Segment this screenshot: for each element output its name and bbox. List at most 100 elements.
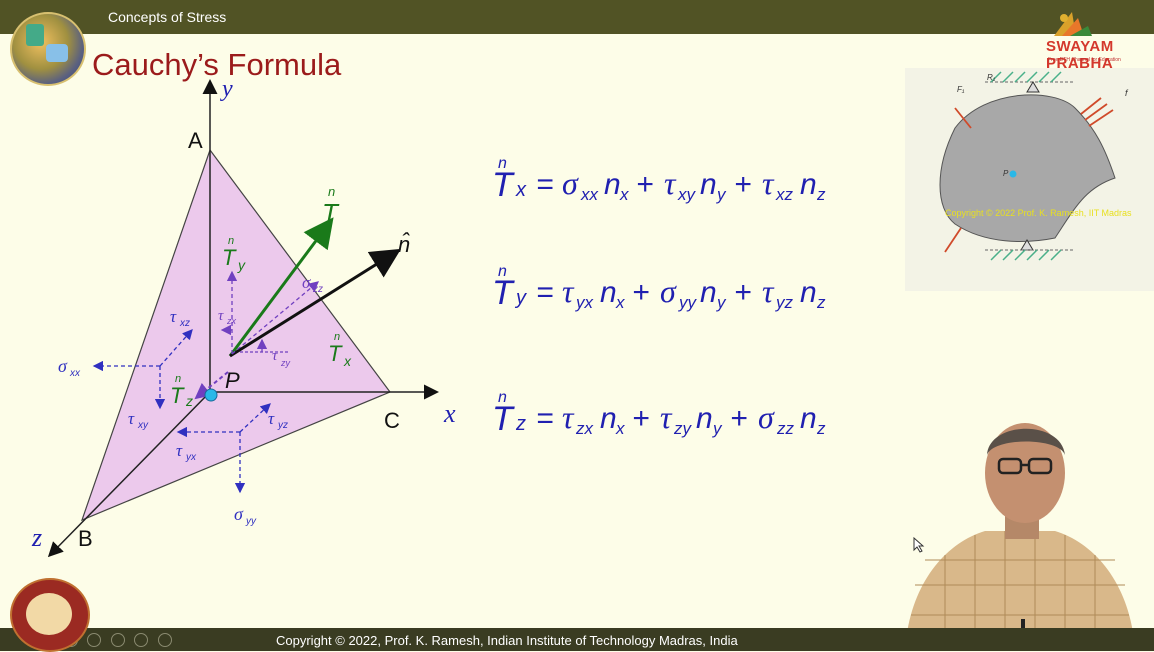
svg-text:z: z [515,413,526,435]
sigma-xx-label: σ [58,356,68,376]
top-ground-hatch [990,71,1062,83]
vertex-b-label: B [78,526,93,551]
slide-title: Cauchy’s Formula [92,47,342,82]
equation-tx-graphic: n T x = σ xx n x + τ xy n y + τ xz n z [492,155,826,204]
tau-zy-label: τ [272,348,278,364]
svg-text:y: y [716,185,727,204]
svg-text:τ: τ [660,399,673,435]
svg-text:σ: σ [660,273,677,309]
presenter-hair [987,428,1065,455]
traction-tz-sub: z [185,393,193,409]
traction-ty-super: n [228,235,234,247]
logo-figure [26,24,44,46]
tau-zy-sub: zy [280,358,291,368]
svg-text:+: + [734,276,752,309]
footer-copyright: Copyright © 2022, Prof. K. Ramesh, India… [276,633,738,648]
svg-text:σ: σ [562,165,579,201]
svg-text:xz: xz [775,185,794,204]
tau-xz-label: τ [170,307,177,326]
force-f-label: f [1125,88,1129,98]
footer-bar: Copyright © 2022, Prof. K. Ramesh, India… [0,628,1154,651]
svg-text:n: n [800,402,817,435]
svg-text:τ: τ [762,273,775,309]
svg-text:n: n [498,263,507,280]
iit-madras-logo [10,578,90,652]
point-p-inset-label: P [1003,169,1009,178]
equation-tz-graphic: n T z = τ zx n x + τ zy n y + σ zz n z [492,389,826,438]
svg-text:xx: xx [580,185,599,204]
tau-yx-label: τ [176,441,183,460]
svg-text:x: x [619,185,629,204]
z-axis [47,391,211,558]
axis-x-label: x [443,399,456,428]
svg-text:n: n [800,168,817,201]
traction-tx-super: n [334,331,340,343]
svg-text:xy: xy [677,185,697,204]
svg-text:yz: yz [775,293,794,312]
tau-yx-sub: yx [185,452,197,463]
tau-xz-arrow [159,329,193,367]
deformable-body [939,94,1116,242]
svg-text:+: + [632,402,650,435]
svg-text:τ: τ [562,273,575,309]
sigma-yy-sub: yy [245,516,257,527]
traction-tz-label: T [170,383,185,408]
top-support [1026,81,1040,93]
equation-tx: n T x = σ xx n x + τ xy n y + τ xz n z [492,154,852,214]
sigma-xx-sub: xx [69,368,81,379]
tau-xy-label: τ [128,409,135,428]
sigma-zz-sub: zz [312,284,323,295]
traction-ty-label: T [222,245,237,270]
axis-z-label: z [31,523,42,552]
vertex-a-label: A [188,128,203,153]
inclined-face [80,148,391,522]
brand-tagline: Free DTH Channel for Education [1048,57,1121,63]
equation-ty: n T y = τ yx n x + σ yy n y + τ yz n z [492,262,852,322]
svg-text:T: T [492,274,515,312]
bottom-ground-hatch [990,249,1062,261]
reaction-r1-label: R₁ [987,73,996,82]
svg-text:τ: τ [664,165,677,201]
force-arrows [944,97,1114,253]
nav-menu-icon[interactable] [134,633,149,647]
iit-lamp-emblem [26,593,72,635]
tau-yz-label: τ [268,409,275,428]
svg-text:x: x [615,419,625,438]
point-p-inset-marker [1009,170,1017,178]
inset-watermark: Copyright © 2022 Prof. K. Ramesh, IIT Ma… [945,208,1132,218]
tau-xy-sub: xy [137,420,149,431]
svg-text:+: + [730,402,748,435]
traction-vector [228,217,334,357]
svg-text:n: n [600,276,617,309]
nav-home-icon[interactable] [87,633,102,647]
presenter-video [885,405,1154,651]
nav-next-icon[interactable] [157,633,172,647]
axis-y-label: y [220,76,233,102]
sigma-zz-label: σ [302,273,311,292]
glasses-icon [997,457,1053,475]
svg-text:+: + [632,276,650,309]
sigma-yy-label: σ [234,504,244,524]
swayam-sun-icon [1054,12,1092,36]
mouse-cursor-icon [913,537,925,553]
svg-text:y: y [514,287,527,309]
course-title: Concepts of Stress [108,9,227,25]
tau-yz-sub: yz [277,420,288,431]
force-f1-label: F₁ [957,85,965,94]
tau-zx-label: τ [218,308,224,324]
nav-zoom-icon[interactable] [110,633,125,647]
brand-name: SWAYAM PRABHA [1046,38,1114,72]
n-hat-label: n̂ [398,232,410,257]
vertex-c-label: C [384,408,400,433]
traction-tz-super: n [175,373,181,385]
presenter-shirt [905,531,1135,651]
normal-vector [229,248,402,358]
traction-t-label: T [322,198,340,228]
svg-text:yx: yx [575,293,594,312]
course-logo [10,12,86,86]
svg-text:z: z [816,419,826,438]
svg-text:y: y [712,419,723,438]
svg-text:y: y [716,293,727,312]
svg-text:n: n [696,402,713,435]
svg-text:n: n [700,276,717,309]
